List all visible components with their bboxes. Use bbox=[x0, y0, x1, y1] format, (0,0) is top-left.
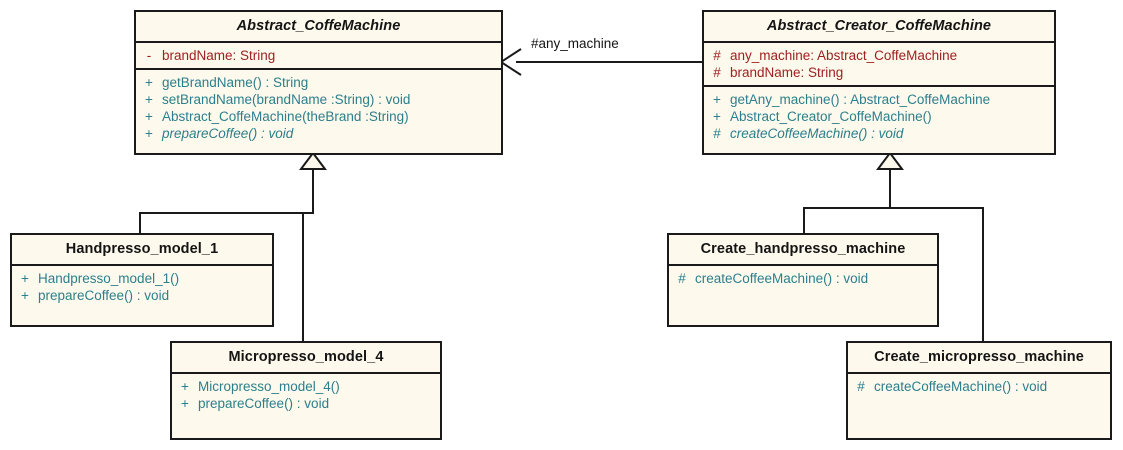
generalization-branch-create-micropresso bbox=[982, 207, 984, 343]
operation-row: # createCoffeeMachine() : void bbox=[669, 270, 937, 287]
generalization-branch-handpresso bbox=[139, 212, 141, 235]
operation-signature: createCoffeeMachine() : void bbox=[730, 126, 904, 141]
operations-compartment-create-micropresso-machine: # createCoffeeMachine() : void bbox=[848, 372, 1110, 438]
class-box-abstract-coffemachine[interactable]: Abstract_CoffeMachine - brandName: Strin… bbox=[134, 10, 503, 155]
operation-row: # createCoffeeMachine() : void bbox=[848, 378, 1110, 395]
visibility-marker: + bbox=[145, 109, 153, 124]
operation-row: + prepareCoffee() : void bbox=[12, 287, 272, 304]
visibility-marker: + bbox=[145, 75, 153, 90]
operation-row: + Abstract_CoffeMachine(theBrand :String… bbox=[136, 108, 501, 125]
operations-compartment-abstract-creator-coffemachine: + getAny_machine() : Abstract_CoffeMachi… bbox=[704, 85, 1054, 153]
operation-row: + Handpresso_model_1() bbox=[12, 270, 272, 287]
operation-row: + Abstract_Creator_CoffeMachine() bbox=[704, 108, 1054, 125]
visibility-marker: # bbox=[713, 65, 721, 80]
class-box-micropresso-model-4[interactable]: Micropresso_model_4 + Micropresso_model_… bbox=[170, 341, 442, 440]
class-name-create-handpresso-machine: Create_handpresso_machine bbox=[700, 241, 906, 257]
operation-signature: setBrandName(brandName :String) : void bbox=[162, 92, 411, 107]
association-line-any-machine bbox=[516, 61, 702, 63]
visibility-marker: + bbox=[181, 379, 189, 394]
operation-row: + getAny_machine() : Abstract_CoffeMachi… bbox=[704, 91, 1054, 108]
class-name-handpresso-model-1: Handpresso_model_1 bbox=[65, 241, 219, 257]
operation-signature: prepareCoffee() : void bbox=[198, 396, 330, 411]
generalization-branch-micropresso bbox=[302, 212, 304, 343]
visibility-marker: + bbox=[145, 126, 153, 141]
visibility-marker: # bbox=[678, 271, 686, 286]
operation-signature: getAny_machine() : Abstract_CoffeMachine bbox=[730, 92, 991, 107]
operation-row: + setBrandName(brandName :String) : void bbox=[136, 91, 501, 108]
visibility-marker: + bbox=[145, 92, 153, 107]
attributes-compartment-abstract-creator-coffemachine: # any_machine: Abstract_CoffeMachine # b… bbox=[704, 41, 1054, 85]
visibility-marker: + bbox=[21, 288, 29, 303]
operation-signature: Micropresso_model_4() bbox=[198, 379, 340, 394]
attribute-row: # any_machine: Abstract_CoffeMachine bbox=[704, 47, 1054, 64]
operation-signature: Abstract_CoffeMachine(theBrand :String) bbox=[162, 109, 409, 124]
operation-signature: Abstract_Creator_CoffeMachine() bbox=[730, 109, 932, 124]
visibility-marker: # bbox=[713, 48, 721, 63]
class-box-create-micropresso-machine[interactable]: Create_micropresso_machine # createCoffe… bbox=[846, 341, 1112, 440]
operations-compartment-create-handpresso-machine: # createCoffeeMachine() : void bbox=[669, 264, 937, 325]
association-open-arrowhead bbox=[500, 48, 522, 76]
generalization-branch-create-handpresso bbox=[803, 207, 805, 235]
visibility-marker: + bbox=[713, 92, 721, 107]
generalization-stem-left bbox=[312, 167, 314, 214]
class-name-abstract-creator-coffemachine: Abstract_Creator_CoffeMachine bbox=[766, 18, 992, 34]
generalization-crossbar-right bbox=[803, 207, 984, 209]
attribute-signature: brandName: String bbox=[162, 48, 276, 63]
operation-signature: createCoffeeMachine() : void bbox=[695, 271, 869, 286]
attribute-row: - brandName: String bbox=[136, 47, 501, 64]
operations-compartment-micropresso-model-4: + Micropresso_model_4() + prepareCoffee(… bbox=[172, 372, 440, 438]
class-name-abstract-coffemachine: Abstract_CoffeMachine bbox=[236, 18, 401, 34]
attribute-signature: any_machine: Abstract_CoffeMachine bbox=[730, 48, 958, 63]
generalization-stem-right bbox=[889, 167, 891, 209]
visibility-marker: + bbox=[21, 271, 29, 286]
operation-row: + prepareCoffee() : void bbox=[136, 125, 501, 142]
visibility-marker: - bbox=[146, 48, 152, 63]
attribute-row: # brandName: String bbox=[704, 64, 1054, 81]
visibility-marker: + bbox=[181, 396, 189, 411]
operation-signature: prepareCoffee() : void bbox=[162, 126, 294, 141]
attributes-compartment-abstract-coffemachine: - brandName: String bbox=[136, 41, 501, 68]
operation-signature: getBrandName() : String bbox=[162, 75, 309, 90]
operations-compartment-abstract-coffemachine: + getBrandName() : String + setBrandName… bbox=[136, 68, 501, 153]
generalization-crossbar-left bbox=[139, 212, 314, 214]
class-name-create-micropresso-machine: Create_micropresso_machine bbox=[874, 349, 1084, 365]
association-label-any-machine: #any_machine bbox=[531, 36, 619, 51]
visibility-marker: + bbox=[713, 109, 721, 124]
class-box-handpresso-model-1[interactable]: Handpresso_model_1 + Handpresso_model_1(… bbox=[10, 233, 274, 327]
class-box-create-handpresso-machine[interactable]: Create_handpresso_machine # createCoffee… bbox=[667, 233, 939, 327]
visibility-marker: # bbox=[713, 126, 721, 141]
operation-row: + getBrandName() : String bbox=[136, 74, 501, 91]
attribute-signature: brandName: String bbox=[730, 65, 844, 80]
operations-compartment-handpresso-model-1: + Handpresso_model_1() + prepareCoffee()… bbox=[12, 264, 272, 325]
class-box-abstract-creator-coffemachine[interactable]: Abstract_Creator_CoffeMachine # any_mach… bbox=[702, 10, 1056, 155]
operation-signature: prepareCoffee() : void bbox=[38, 288, 170, 303]
operation-signature: createCoffeeMachine() : void bbox=[874, 379, 1048, 394]
visibility-marker: # bbox=[857, 379, 865, 394]
class-name-micropresso-model-4: Micropresso_model_4 bbox=[228, 349, 384, 365]
operation-row: + Micropresso_model_4() bbox=[172, 378, 440, 395]
operation-row: + prepareCoffee() : void bbox=[172, 395, 440, 412]
operation-signature: Handpresso_model_1() bbox=[38, 271, 180, 286]
operation-row: # createCoffeeMachine() : void bbox=[704, 125, 1054, 142]
